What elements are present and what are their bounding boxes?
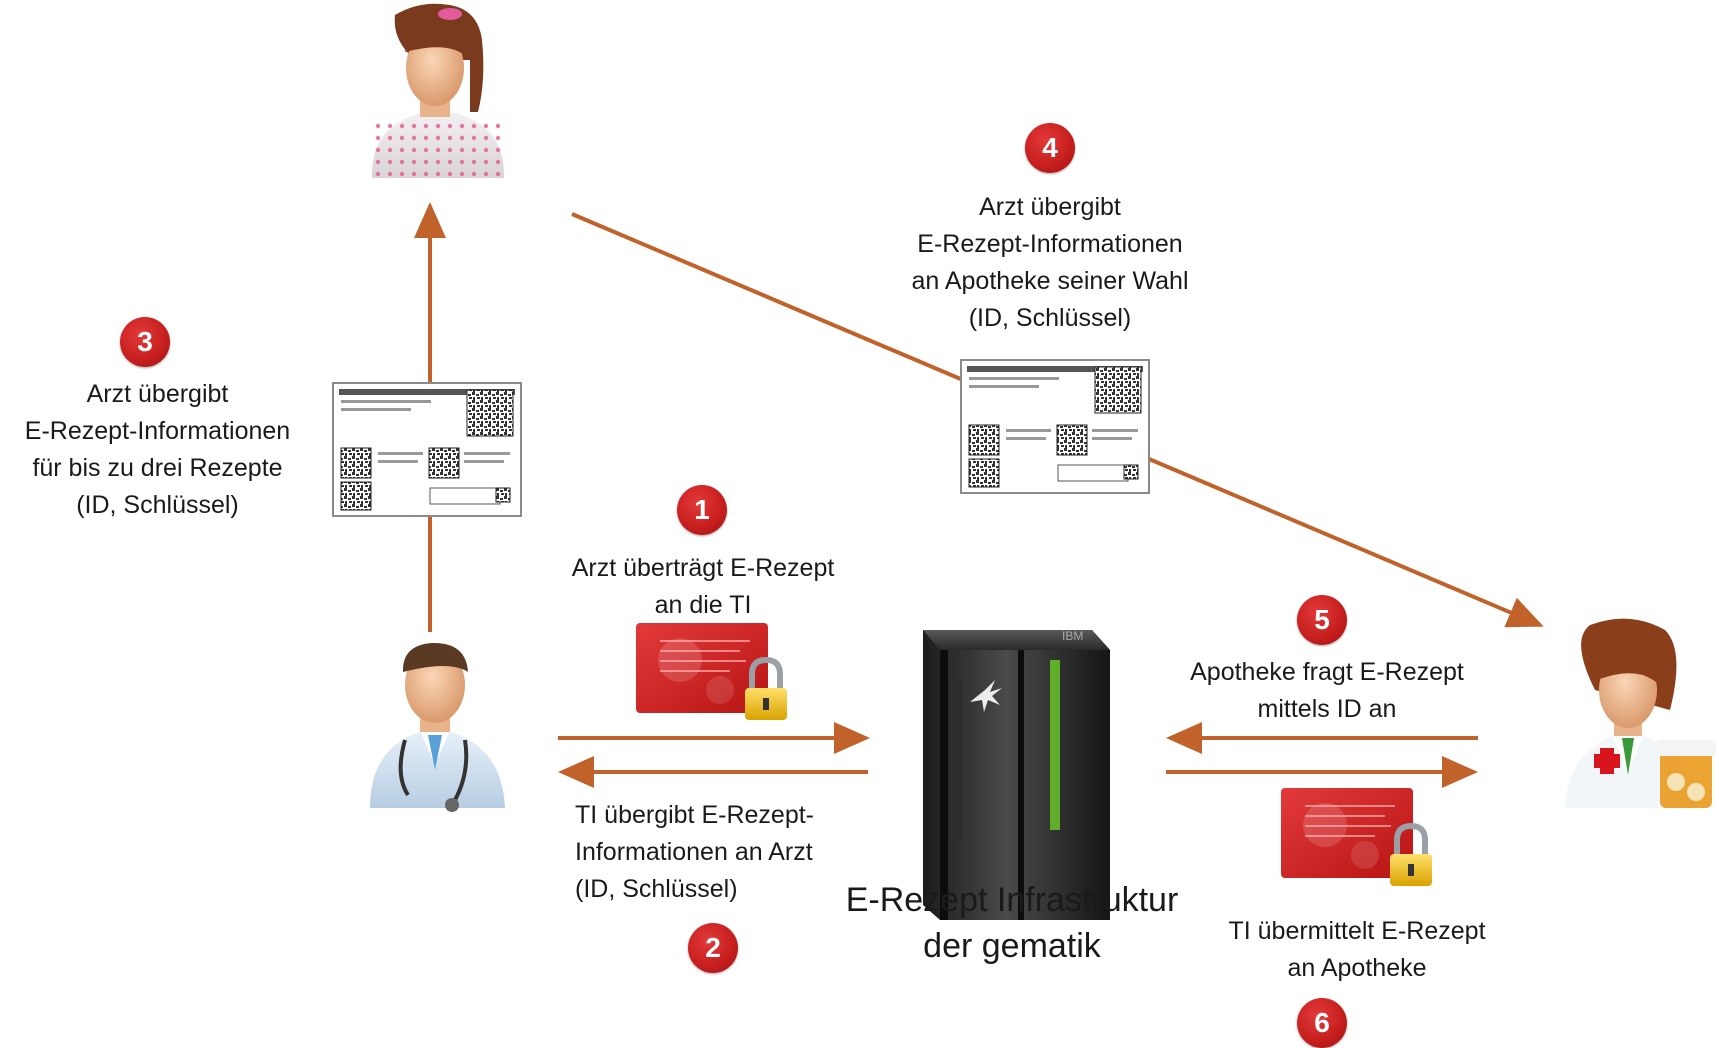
encrypted-card-lock-icon xyxy=(1281,788,1432,886)
doctor-avatar-icon xyxy=(370,642,505,812)
step-5-label: Apotheke fragt E-Rezept mittels ID an xyxy=(1167,654,1487,728)
step-3-line-2: E-Rezept-Informationen xyxy=(24,417,291,445)
server-icon: IBM xyxy=(923,629,1110,920)
encrypted-card-lock-icon xyxy=(636,623,787,720)
step-5-line-1: Apotheke fragt E-Rezept xyxy=(1190,658,1464,686)
step-6-label: TI übermittelt E-Rezept an Apotheke xyxy=(1207,913,1507,987)
step-6-badge: 6 xyxy=(1297,998,1347,1048)
step-1-line-1: Arzt überträgt E-Rezept xyxy=(571,554,835,582)
step-4-badge: 4 xyxy=(1025,123,1075,173)
step-2-label: TI übergibt E-Rezept- Informationen an A… xyxy=(575,797,814,908)
step-3-line-4: (ID, Schlüssel) xyxy=(76,491,239,519)
infrastructure-label: E-Rezept Infrastruktur der gematik xyxy=(812,877,1212,969)
step-6-line-1: TI übermittelt E-Rezept xyxy=(1228,917,1486,945)
patient-avatar-icon xyxy=(372,3,504,178)
step-6-line-2: an Apotheke xyxy=(1287,954,1427,982)
step-5-line-2: mittels ID an xyxy=(1257,695,1397,723)
prescription-printout-icon xyxy=(332,382,522,517)
step-1-label: Arzt überträgt E-Rezept an die TI xyxy=(553,550,853,624)
step-1-badge: 1 xyxy=(677,485,727,535)
step-2-line-2: Informationen an Arzt xyxy=(575,838,813,866)
step-1-line-2: an die TI xyxy=(654,591,752,619)
step-4-line-2: E-Rezept-Informationen xyxy=(917,230,1183,258)
step-3-line-1: Arzt übergibt xyxy=(86,380,229,408)
step-5-badge: 5 xyxy=(1297,595,1347,645)
step-4-line-4: (ID, Schlüssel) xyxy=(968,304,1132,332)
step-4-line-3: an Apotheke seiner Wahl xyxy=(911,267,1189,295)
step-2-line-1: TI übergibt E-Rezept- xyxy=(575,801,814,829)
prescription-printout-icon xyxy=(960,359,1150,494)
step-3-badge: 3 xyxy=(120,317,170,367)
pharmacist-avatar-icon xyxy=(1565,618,1716,808)
infrastructure-line-2: der gematik xyxy=(923,927,1101,965)
step-4-label: Arzt übergibt E-Rezept-Informationen an … xyxy=(880,189,1220,337)
step-2-line-3: (ID, Schlüssel) xyxy=(575,875,738,903)
svg-text:IBM: IBM xyxy=(1062,629,1083,643)
step-4-line-1: Arzt übergibt xyxy=(979,193,1121,221)
arrows xyxy=(414,202,1544,788)
step-3-label: Arzt übergibt E-Rezept-Informationen für… xyxy=(0,376,315,524)
step-2-badge: 2 xyxy=(688,923,738,973)
step-3-line-3: für bis zu drei Rezepte xyxy=(32,454,283,482)
infrastructure-line-1: E-Rezept Infrastruktur xyxy=(845,881,1179,919)
